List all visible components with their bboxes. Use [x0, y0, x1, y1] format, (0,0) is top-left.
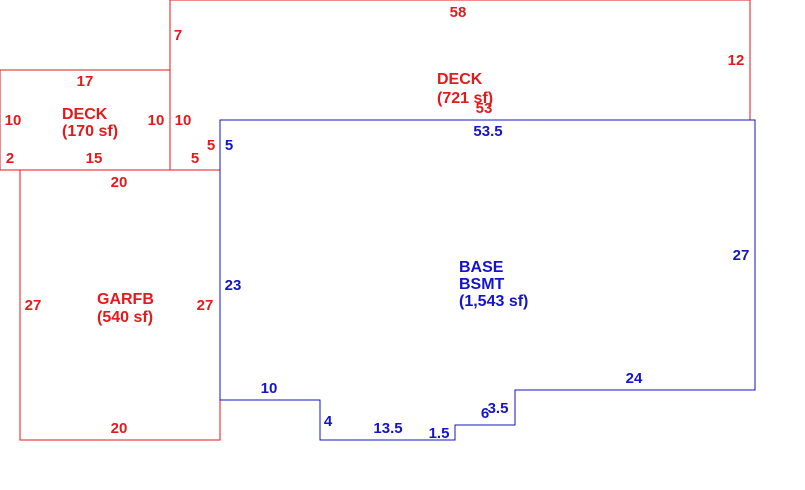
- dim-label: 53.5: [473, 123, 502, 140]
- dim-label: 15: [86, 150, 103, 167]
- deck-upper-outline: [169, 0, 751, 170]
- dim-label: 24: [626, 370, 643, 387]
- base-area: (1,543 sf): [459, 293, 528, 310]
- dim-label: 13.5: [373, 420, 402, 437]
- base-name: BASE: [459, 259, 504, 276]
- deck-left-name: DECK: [62, 106, 108, 123]
- deck-left-area: (170 sf): [62, 123, 118, 140]
- dim-label: 27: [25, 297, 42, 314]
- dim-label: 10: [5, 112, 22, 129]
- base-outline: [219, 119, 756, 441]
- dim-label: 20: [111, 174, 128, 191]
- dim-label: 7: [174, 27, 182, 44]
- dim-label: 12: [728, 52, 745, 69]
- dim-label: 10: [175, 112, 192, 129]
- base-sub: BSMT: [459, 276, 505, 293]
- dim-label: 4: [324, 413, 333, 430]
- dim-label: 6: [481, 405, 489, 422]
- dim-label: 53: [476, 100, 493, 117]
- dim-label: 5: [207, 137, 215, 154]
- dim-label: 20: [111, 420, 128, 437]
- dim-label: 2: [6, 150, 14, 167]
- dim-label: 3.5: [488, 400, 509, 417]
- garage-name: GARFB: [97, 291, 154, 308]
- dim-label: 23: [225, 277, 242, 294]
- deck-left-outline: [0, 69, 220, 171]
- deck-upper-name: DECK: [437, 71, 483, 88]
- dim-label: 27: [733, 247, 750, 264]
- dim-label: 27: [197, 297, 214, 314]
- dim-label: 10: [261, 380, 278, 397]
- garage-outline: [19, 170, 221, 441]
- dim-label: 17: [77, 73, 94, 90]
- deck-upper-area: (721 sf): [437, 90, 493, 107]
- dim-label: 10: [148, 112, 165, 129]
- dim-label: 1.5: [429, 425, 450, 442]
- dim-label: 5: [191, 150, 199, 167]
- garage-area: (540 sf): [97, 309, 153, 326]
- dim-label: 58: [450, 4, 467, 21]
- dim-label: 5: [225, 137, 233, 154]
